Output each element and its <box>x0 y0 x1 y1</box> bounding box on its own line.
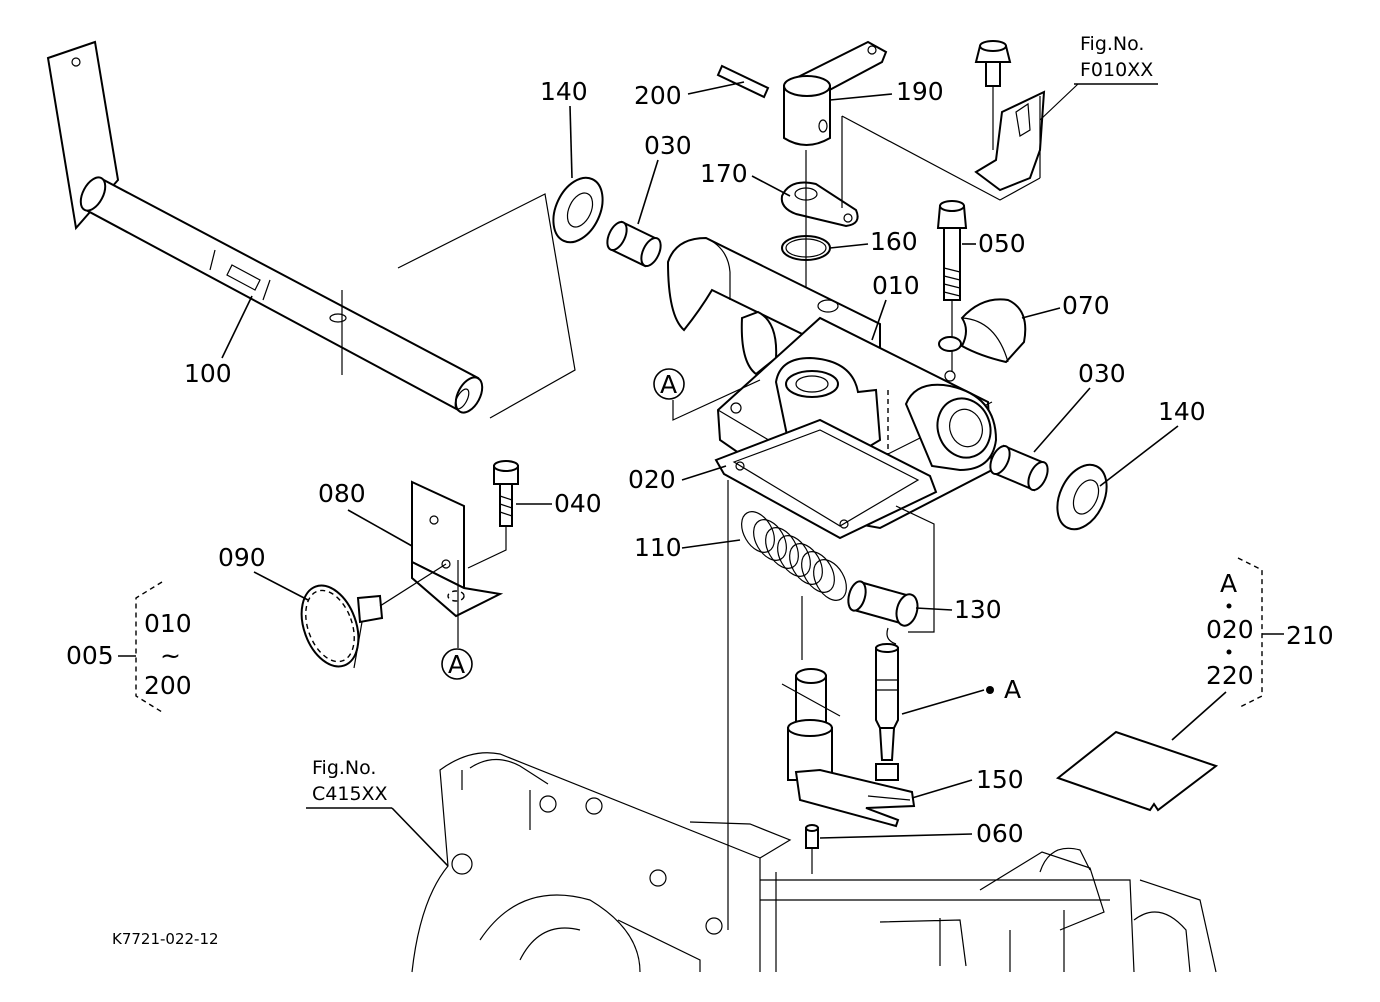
part-030-bushing-left[interactable] <box>603 219 664 269</box>
label-130: 130 <box>954 595 1002 624</box>
label-030-left: 030 <box>644 131 692 160</box>
marker-A-rod: A <box>1004 675 1021 704</box>
part-140-oil-seal-left[interactable] <box>544 170 613 250</box>
label-170: 170 <box>700 159 748 188</box>
label-070: 070 <box>1062 291 1110 320</box>
transmission-case <box>411 752 1217 973</box>
fig-ref-2-number[interactable]: C415XX <box>312 783 388 805</box>
label-210-220: 220 <box>1206 661 1254 690</box>
label-190: 190 <box>896 77 944 106</box>
marker-A-dot <box>986 686 994 694</box>
part-220-label-sheet[interactable] <box>1055 730 1219 812</box>
label-030-right: 030 <box>1078 359 1126 388</box>
dot-2 <box>1226 649 1232 655</box>
label-005-from: 010 <box>144 609 192 638</box>
label-005-to: 200 <box>144 671 192 700</box>
label-210: 210 <box>1286 621 1334 650</box>
label-010: 010 <box>872 271 920 300</box>
label-160: 160 <box>870 227 918 256</box>
label-060: 060 <box>976 819 1024 848</box>
label-150: 150 <box>976 765 1024 794</box>
part-080-bracket[interactable] <box>411 480 504 618</box>
group-210-bracket <box>1237 557 1263 709</box>
marker-A-circle-bracket <box>441 648 473 680</box>
part-130-collar[interactable] <box>845 579 920 628</box>
part-A-detent-rod[interactable] <box>875 643 899 781</box>
fig-ref-1-title: Fig.No. <box>1080 33 1144 55</box>
part-030-bushing-right[interactable] <box>986 443 1051 493</box>
marker-A-circle-housing <box>653 368 685 400</box>
label-050: 050 <box>978 229 1026 258</box>
part-ref-f010xx-bracket[interactable] <box>974 40 1079 192</box>
drawing-code: K7721-022-12 <box>112 930 219 948</box>
part-050-washer[interactable] <box>938 336 962 352</box>
label-020: 020 <box>628 465 676 494</box>
label-210-A: A <box>1220 569 1237 598</box>
part-070-clamp[interactable] <box>960 298 1027 364</box>
label-100: 100 <box>184 359 232 388</box>
label-140-left: 140 <box>540 77 588 106</box>
label-140-right: 140 <box>1158 397 1206 426</box>
label-200: 200 <box>634 81 682 110</box>
part-060-pin[interactable] <box>805 824 819 849</box>
label-005-tilde: ~ <box>160 641 181 670</box>
label-090: 090 <box>218 543 266 572</box>
part-050-bolt[interactable] <box>936 200 968 301</box>
marker-A-housing: A <box>660 370 677 399</box>
part-140-oil-seal-right[interactable] <box>1048 457 1117 537</box>
label-040: 040 <box>554 489 602 518</box>
label-210-020: 020 <box>1206 615 1254 644</box>
part-110-spring[interactable] <box>735 506 853 606</box>
part-040-bolt[interactable] <box>493 460 519 527</box>
part-190-lever-arm[interactable] <box>783 40 888 146</box>
marker-A-bracket: A <box>448 650 465 679</box>
label-080: 080 <box>318 479 366 508</box>
part-020-gasket[interactable] <box>714 418 938 540</box>
fig-ref-2-title: Fig.No. <box>312 757 376 779</box>
part-100-lever-shaft[interactable] <box>46 40 488 417</box>
label-005: 005 <box>66 641 114 670</box>
part-150-shift-fork[interactable] <box>787 668 916 828</box>
dot-1 <box>1226 603 1232 609</box>
label-110: 110 <box>634 533 682 562</box>
part-090-band[interactable] <box>291 578 384 675</box>
part-170-plate[interactable] <box>780 181 859 228</box>
fig-ref-1-number[interactable]: F010XX <box>1080 59 1153 81</box>
